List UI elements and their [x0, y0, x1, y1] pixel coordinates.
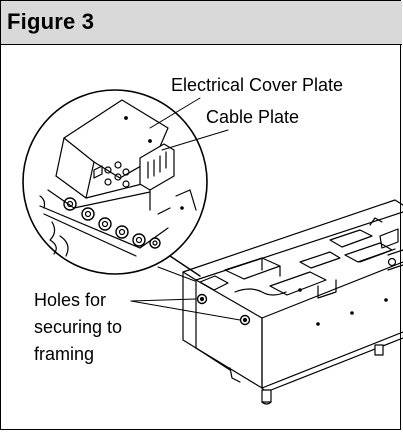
label-cable-plate: Cable Plate [206, 107, 300, 127]
leader-lines [130, 97, 241, 321]
figure-header: Figure 3 [1, 1, 402, 45]
figure-title: Figure 3 [7, 9, 95, 34]
label-holes-line2: securing to [34, 317, 123, 337]
label-holes-line1: Holes for [34, 290, 107, 310]
label-electrical-cover-plate: Electrical Cover Plate [171, 75, 344, 95]
detail-magnifier [22, 89, 208, 282]
label-holes-line3: framing [34, 344, 95, 364]
chassis [182, 199, 403, 405]
